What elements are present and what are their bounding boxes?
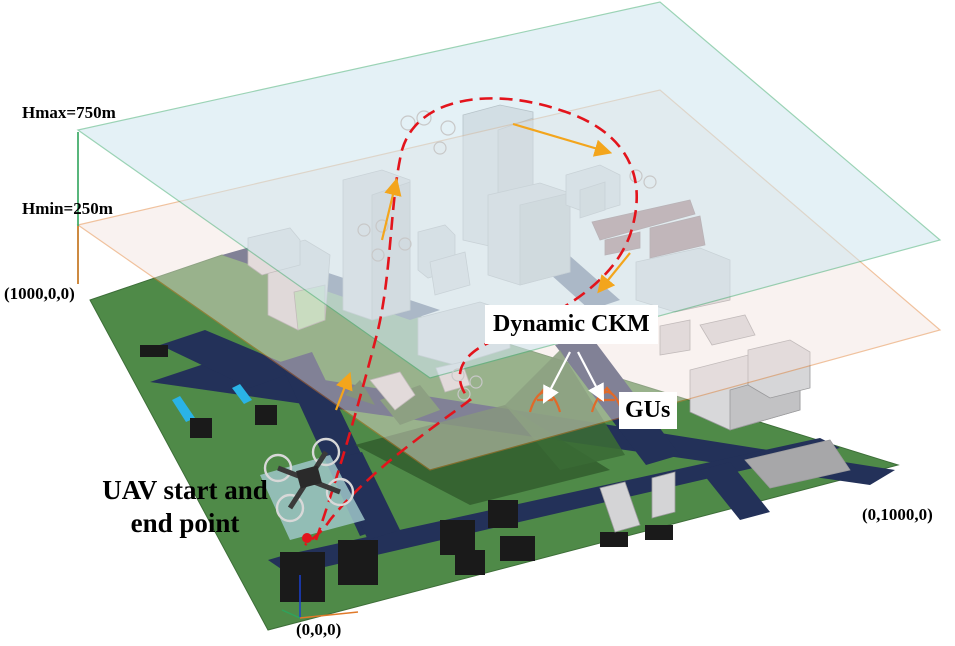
- corner-x-label: (1000,0,0): [4, 284, 75, 303]
- drone-ghosts: [357, 110, 657, 401]
- quadcopter-icon: [263, 437, 355, 543]
- ckm-pointer-lines: [542, 351, 605, 404]
- min-altitude-label: Hmin=250m: [22, 199, 113, 218]
- uav-start-end-label: UAV start and end point: [102, 475, 268, 538]
- uav-launch-pad: [172, 384, 365, 540]
- max-altitude-label: Hmax=750m: [22, 103, 116, 122]
- altitude-planes: [76, 1, 942, 471]
- axes: [77, 132, 359, 619]
- trajectory-direction-arrows: [334, 122, 631, 411]
- corner-y-label: (0,1000,0): [862, 505, 933, 524]
- uav-trajectory-path: [304, 97, 639, 546]
- ground-users-label: GUs: [619, 392, 678, 429]
- container-clusters: [140, 345, 673, 602]
- dynamic-ckm-label: Dynamic CKM: [485, 305, 658, 344]
- corner-origin-label: (0,0,0): [296, 620, 342, 639]
